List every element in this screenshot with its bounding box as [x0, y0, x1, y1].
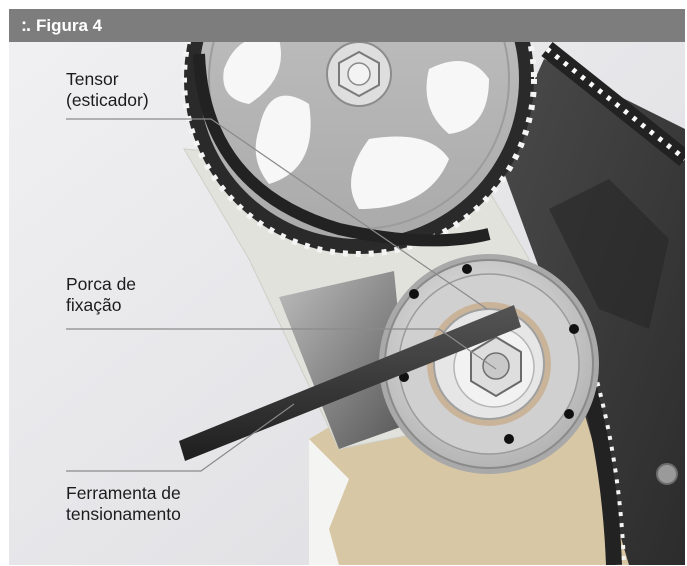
figure-title: Figura 4 — [36, 15, 103, 35]
leader-tensor — [66, 118, 488, 310]
plate-window — [279, 271, 409, 449]
label-porca-line2: fixação — [66, 295, 122, 315]
label-porca-line1: Porca de — [66, 274, 137, 294]
label-ferramenta-line1: Ferramenta de — [66, 483, 181, 503]
label-tensor-line2: (esticador) — [66, 90, 149, 110]
label-porca: Porca de fixação — [66, 274, 136, 316]
leader-ferramenta — [66, 403, 295, 472]
engine-block — [499, 59, 685, 565]
leader-porca — [66, 328, 497, 370]
figure-header: :. Figura 4 — [9, 9, 685, 42]
casting-edge — [309, 439, 349, 565]
belt-lower-left — [193, 53, 491, 247]
block-shadow — [549, 179, 669, 329]
tensioning-tool — [179, 305, 521, 461]
figure-frame: :. Figura 4 — [9, 9, 685, 565]
header-dots: :. — [21, 15, 31, 35]
belt-tensioner-illustration — [9, 9, 685, 565]
label-ferramenta: Ferramenta de tensionamento — [66, 483, 181, 525]
label-ferramenta-line2: tensionamento — [66, 504, 181, 524]
label-tensor: Tensor (esticador) — [66, 69, 149, 111]
belt-upper-right-teeth — [545, 47, 685, 161]
block-bolt — [656, 463, 678, 485]
label-tensor-line1: Tensor — [66, 69, 119, 89]
